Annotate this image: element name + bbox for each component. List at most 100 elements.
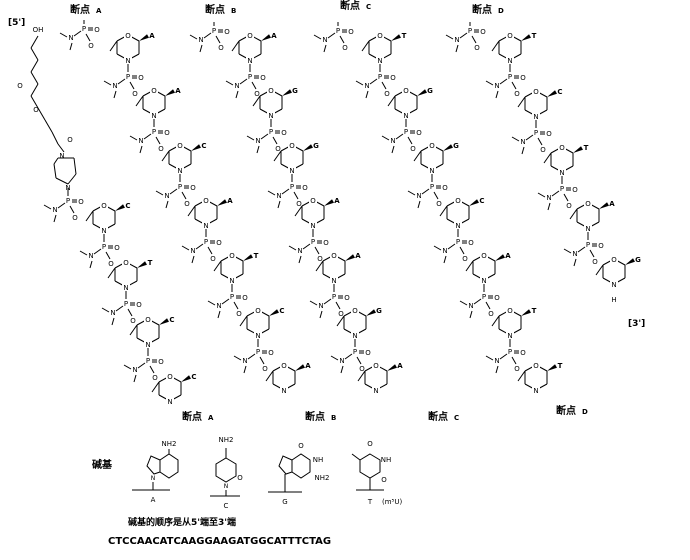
peg-bond xyxy=(30,71,39,85)
ch2-bond xyxy=(413,150,422,162)
dimethylamino-n: N xyxy=(468,302,473,310)
base-wedge xyxy=(443,144,453,151)
base-wedge xyxy=(521,34,531,41)
atom-bg xyxy=(480,250,488,259)
oxygen: O xyxy=(164,129,170,137)
phosphorus: P xyxy=(82,25,86,33)
piperazine-bond xyxy=(67,173,77,185)
p-o-bond xyxy=(356,356,362,365)
adenine-nh2: NH2 xyxy=(162,440,177,448)
ring-oxygen: O xyxy=(247,32,253,40)
p-n-bond xyxy=(247,353,256,360)
ring-oxygen: O xyxy=(255,307,261,315)
adenine-ring5 xyxy=(146,455,161,475)
ring-oxygen: O xyxy=(151,87,157,95)
base-wedge xyxy=(547,364,557,371)
methyl-bond xyxy=(563,248,572,254)
methyl-bond xyxy=(455,44,459,53)
atom-bg xyxy=(558,167,566,176)
ring-nitrogen: N xyxy=(403,112,408,120)
ch2-bond xyxy=(336,315,345,327)
methyl-bond xyxy=(573,258,577,267)
p-n-bond xyxy=(395,133,404,140)
break-letter-top: D xyxy=(498,7,504,15)
ring-nitrogen: N xyxy=(331,277,336,285)
p-o-bond xyxy=(105,251,111,260)
dimethylamino-n: N xyxy=(454,36,459,44)
base-wedge xyxy=(547,90,557,97)
base-wedge xyxy=(387,364,397,371)
dimethylamino-n: N xyxy=(416,192,421,200)
sequence: CTCCAACATCAAGGAAGATGGCATTTCTAG xyxy=(108,536,331,547)
peg-bond xyxy=(30,47,39,61)
ring-oxygen: O xyxy=(403,87,409,95)
oxygen: O xyxy=(390,74,396,82)
atom-bg xyxy=(254,305,262,314)
p-n-bond xyxy=(115,305,124,312)
methyl-bond xyxy=(155,190,164,196)
oxygen: O xyxy=(323,239,329,247)
base-wedge xyxy=(282,89,292,96)
methyl-bond xyxy=(288,245,297,251)
ring-oxygen: O xyxy=(268,87,274,95)
base-letter: A xyxy=(271,32,277,40)
base-wedge xyxy=(324,199,334,206)
guanine-name: G xyxy=(282,498,287,506)
ring-oxygen: O xyxy=(167,373,173,381)
break-letter-bottom: A xyxy=(208,414,214,422)
phosphorus: P xyxy=(378,73,382,81)
cytosine-name: C xyxy=(224,502,229,510)
methyl-bond xyxy=(469,310,473,319)
oxygen: O xyxy=(514,90,520,98)
base-letter: G xyxy=(427,87,433,95)
thymine-ring xyxy=(359,453,381,479)
oxygen: O xyxy=(260,74,266,82)
oxygen: O xyxy=(410,145,416,153)
base-letter: T xyxy=(254,252,259,260)
methyl-bond xyxy=(43,204,52,210)
methyl-bond xyxy=(407,190,416,196)
ring-oxygen: O xyxy=(123,259,129,267)
base-letter: C xyxy=(125,202,130,210)
ring-nitrogen: N xyxy=(145,341,150,349)
ring-oxygen: O xyxy=(559,144,565,152)
atom-bg xyxy=(532,111,540,120)
methyl-bond xyxy=(443,255,447,264)
base-wedge xyxy=(295,364,305,371)
ring-nitrogen: N xyxy=(289,167,294,175)
oxygen: O xyxy=(296,200,302,208)
ring-oxygen: O xyxy=(145,316,151,324)
dimethylamino-n: N xyxy=(242,357,247,365)
p-o-bond xyxy=(511,356,517,365)
base-wedge xyxy=(573,146,583,153)
p-o-bond xyxy=(251,81,257,90)
p-o-bond xyxy=(293,191,299,200)
methyl-bond xyxy=(340,365,344,374)
phosphorus: P xyxy=(152,128,156,136)
methyl-bond xyxy=(246,135,255,141)
dimethylamino-n: N xyxy=(390,137,395,145)
thymine-o: O xyxy=(367,440,373,448)
methyl-bond xyxy=(133,374,137,383)
base-wedge xyxy=(366,309,376,316)
oxygen: O xyxy=(359,365,365,373)
dimethylamino-n: N xyxy=(364,82,369,90)
thymine-name: T xyxy=(367,498,373,506)
p-o-bond xyxy=(335,301,341,310)
p-n-bond xyxy=(93,248,102,255)
base-letter: A xyxy=(355,252,361,260)
ring-nitrogen: N xyxy=(373,387,378,395)
peg-oxygen: O xyxy=(33,106,39,114)
phosphorus: P xyxy=(230,293,234,301)
methyl-bond xyxy=(495,365,499,374)
methyl-bond xyxy=(139,145,143,154)
atom-bg xyxy=(228,275,236,284)
p-o-bond xyxy=(433,191,439,200)
atom-bg xyxy=(202,220,210,229)
base-letter: A xyxy=(149,32,155,40)
p-o-bond xyxy=(233,301,239,310)
oxygen: O xyxy=(520,349,526,357)
oxygen: O xyxy=(88,42,94,50)
p-n-bond xyxy=(73,30,82,37)
